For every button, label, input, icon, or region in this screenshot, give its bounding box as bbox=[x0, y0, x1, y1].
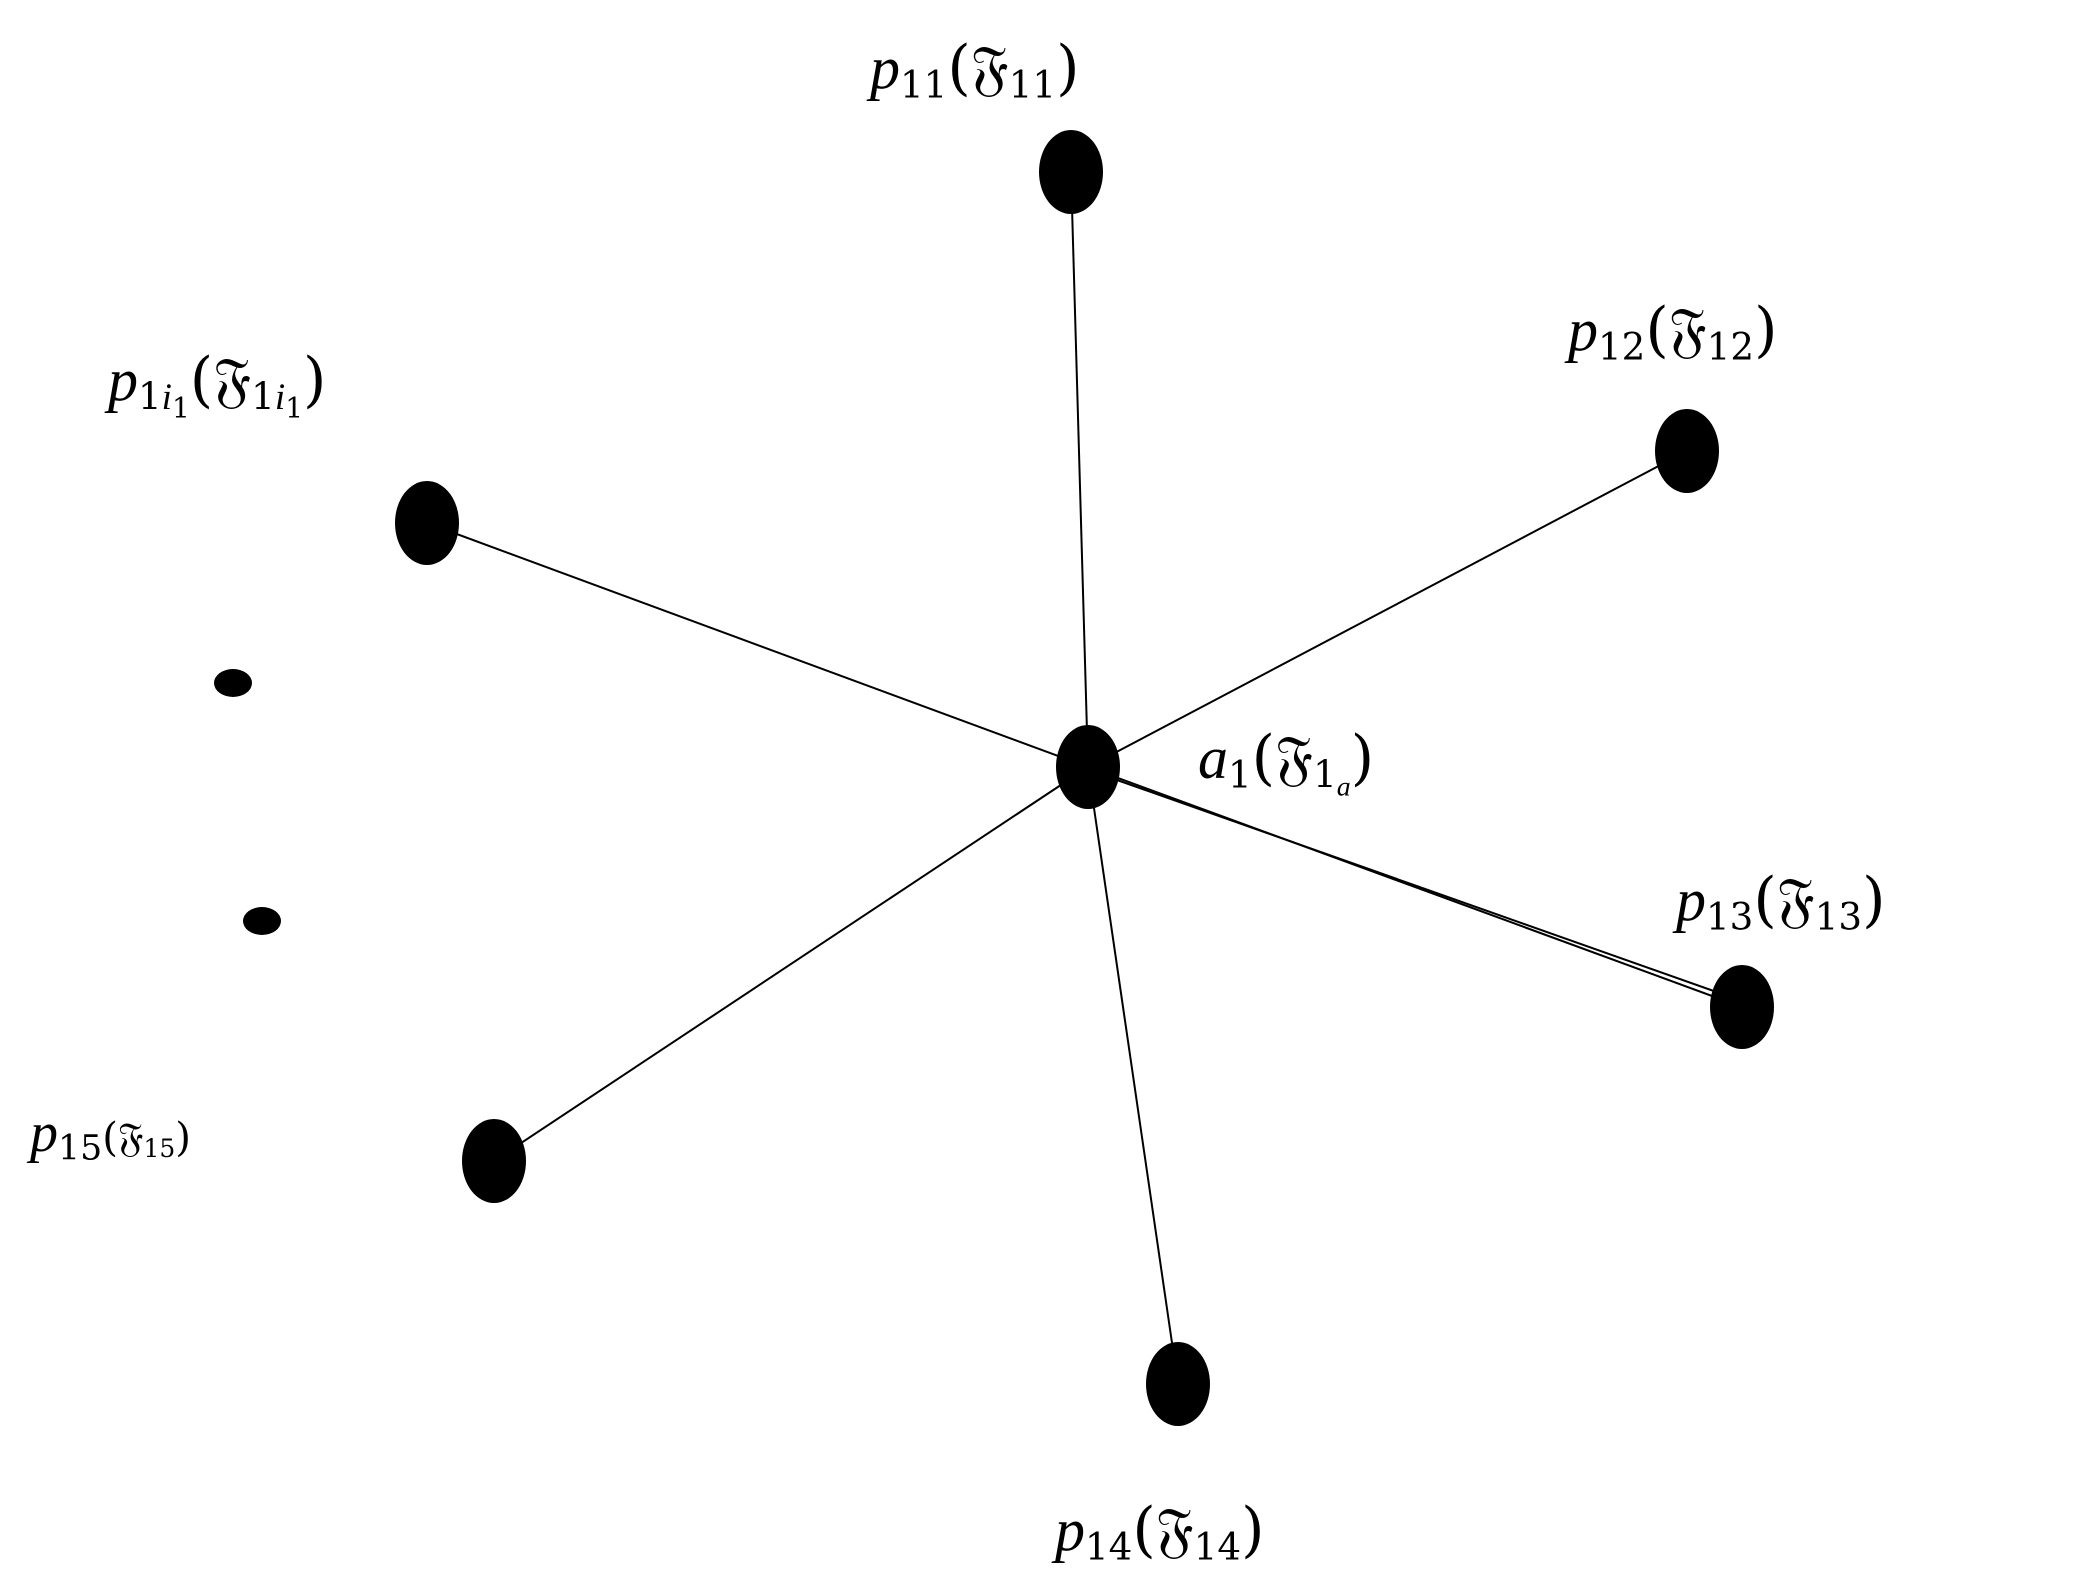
node-p11 bbox=[1039, 130, 1103, 214]
ellipsis-dot-2 bbox=[243, 907, 281, 935]
label-p14: p14(𝔉14) bbox=[1055, 1495, 1265, 1569]
node-p12 bbox=[1655, 409, 1719, 493]
label-p13: p13(𝔉13) bbox=[1676, 865, 1886, 939]
node-p1i1 bbox=[395, 481, 459, 565]
ellipsis-dot-1 bbox=[214, 669, 252, 697]
label-p15: p15(𝔉15) bbox=[30, 1102, 191, 1169]
label-p11: p11(𝔉11) bbox=[870, 33, 1080, 107]
edge-a1-p14 bbox=[1087, 766, 1179, 1385]
edge-a1-p1i1 bbox=[426, 522, 1089, 768]
edge-a1-p12 bbox=[1087, 450, 1688, 768]
node-a1 bbox=[1056, 725, 1120, 809]
node-p14 bbox=[1146, 1342, 1210, 1426]
node-p15 bbox=[462, 1119, 526, 1203]
label-p1i1: p1i1(𝔉1i1) bbox=[108, 345, 327, 425]
edge-a1-p11 bbox=[1070, 171, 1089, 768]
edge-a1-p15 bbox=[493, 766, 1089, 1162]
node-p13 bbox=[1710, 965, 1774, 1049]
edge-a1-p13-double bbox=[1099, 773, 1743, 1002]
edge-a1-p13 bbox=[1087, 766, 1743, 1008]
label-p12: p12(𝔉12) bbox=[1568, 295, 1778, 369]
label-a1: a1(𝔉1a) bbox=[1198, 723, 1375, 803]
